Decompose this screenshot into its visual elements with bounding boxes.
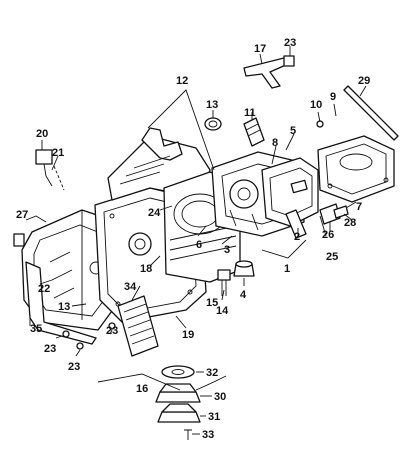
callout-14: 14 [216, 305, 229, 317]
callout-5: 5 [290, 125, 296, 137]
callout-30: 30 [214, 391, 226, 403]
callout-9: 9 [330, 91, 336, 103]
callout-20: 20 [36, 128, 48, 140]
callout-24: 24 [148, 207, 161, 219]
callout-31: 31 [208, 411, 220, 423]
callout-18: 18 [140, 263, 152, 275]
bolt-14 [217, 269, 231, 296]
diaphragm [161, 365, 195, 379]
crankcase [21, 209, 121, 331]
callout-13-top: 13 [206, 99, 218, 111]
guard-plate [25, 261, 97, 345]
callout-11: 11 [244, 107, 256, 119]
callout-23-left: 23 [44, 343, 56, 355]
callout-2: 2 [294, 231, 300, 243]
callout-15: 15 [206, 297, 218, 309]
callout-29: 29 [358, 75, 370, 87]
pump-body [155, 375, 227, 403]
callout-13-lower: 13 [58, 301, 70, 313]
clip [13, 233, 25, 247]
callout-16: 16 [136, 383, 148, 395]
valve-cover [317, 135, 395, 203]
callout-labels: 1 2 3 4 5 6 7 8 9 10 11 12 13 13 14 15 1… [16, 37, 370, 441]
callout-23-low: 23 [68, 361, 80, 373]
callout-35: 35 [30, 323, 42, 335]
drain-plug [233, 260, 255, 277]
callout-33: 33 [202, 429, 214, 441]
callout-23-mid: 23 [106, 325, 118, 337]
callout-34: 34 [124, 281, 137, 293]
callout-4: 4 [240, 289, 247, 301]
leader-lines [25, 46, 367, 435]
callout-3: 3 [224, 244, 230, 256]
callout-32: 32 [206, 367, 218, 379]
breather-filter [117, 295, 159, 357]
valve-lifters [285, 203, 349, 239]
callout-23-top: 23 [284, 37, 296, 49]
callout-22: 22 [38, 283, 50, 295]
callout-21: 21 [52, 147, 64, 159]
callout-19: 19 [182, 329, 194, 341]
oil-sensor [35, 149, 65, 191]
callout-6: 6 [196, 239, 202, 251]
pump-base [157, 403, 201, 423]
callout-26: 26 [322, 229, 334, 241]
screw-33 [184, 429, 192, 440]
seal-plug [204, 117, 222, 131]
push-rod [343, 85, 399, 141]
callout-25: 25 [326, 251, 338, 263]
head-cover [261, 157, 319, 227]
rocker-arm [243, 55, 295, 89]
callout-10: 10 [310, 99, 322, 111]
callout-27: 27 [16, 209, 28, 221]
spark-plug [243, 117, 265, 147]
callout-17: 17 [254, 43, 266, 55]
callout-7: 7 [356, 201, 362, 213]
callout-8: 8 [272, 137, 278, 149]
callout-28: 28 [344, 217, 356, 229]
callout-1: 1 [284, 263, 290, 275]
callout-12: 12 [176, 75, 188, 87]
